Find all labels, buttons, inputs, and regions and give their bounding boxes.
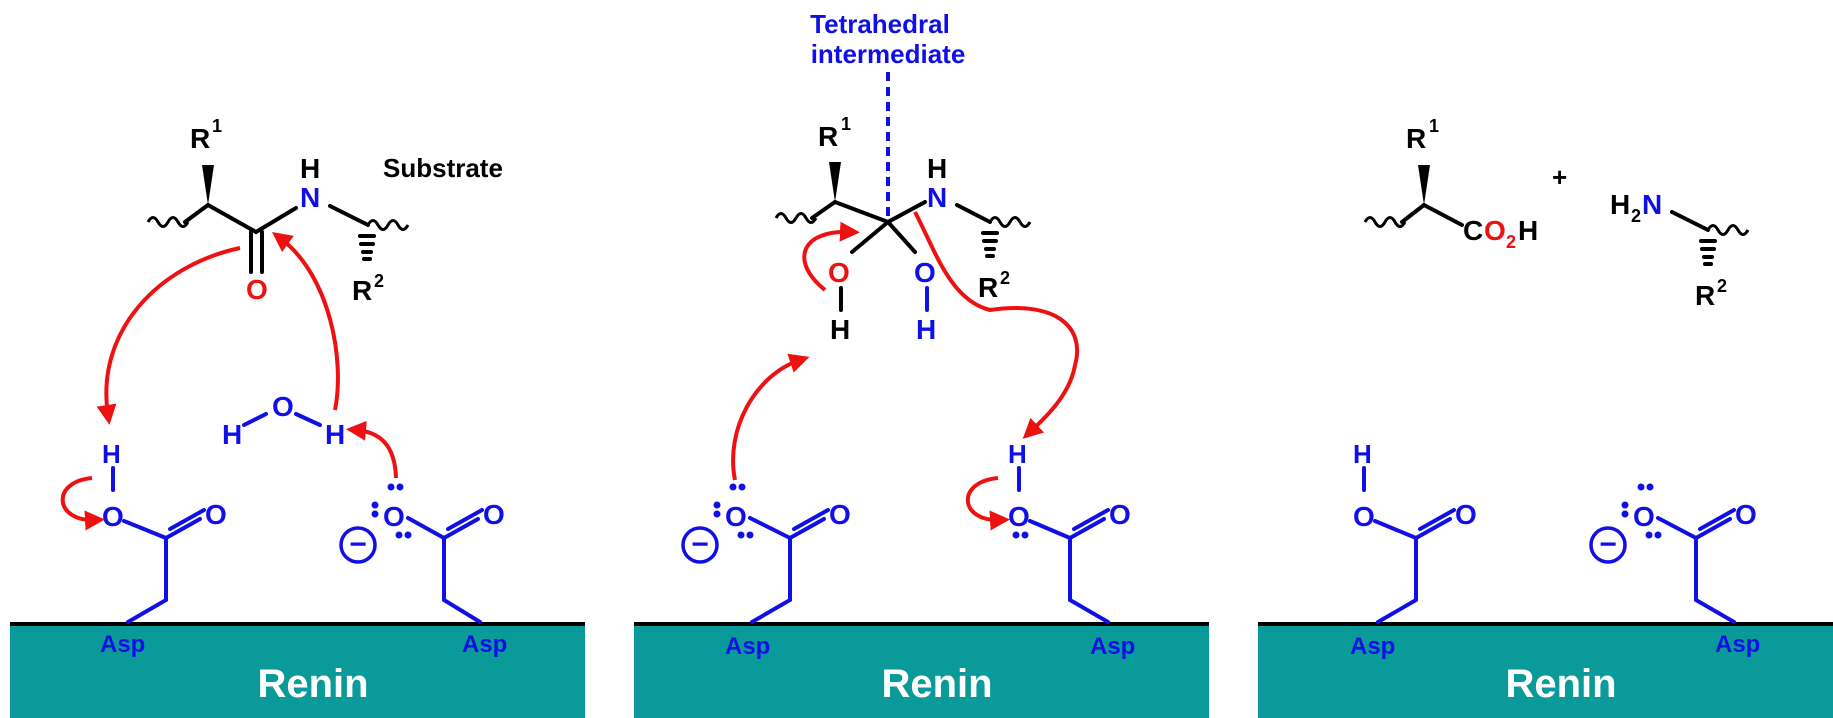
svg-text:O: O <box>1735 499 1757 530</box>
svg-text:O: O <box>725 501 747 532</box>
amide-nitrogen: N <box>300 182 320 213</box>
svg-text:−: − <box>691 528 709 561</box>
enzyme-bar-2: Renin <box>634 622 1209 718</box>
panel-2: Tetrahedral intermediate R 1 N H R 2 O H… <box>681 9 1135 660</box>
enzyme-bar-3: Renin <box>1258 622 1833 718</box>
arrow-water-attack <box>271 232 340 411</box>
svg-text:H: H <box>927 153 947 184</box>
svg-text:O: O <box>102 501 124 532</box>
svg-text:C: C <box>1463 215 1483 246</box>
asp-label: Asp <box>100 631 145 658</box>
renin-label: Renin <box>257 662 368 706</box>
svg-text:1: 1 <box>841 114 851 134</box>
svg-text:1: 1 <box>212 116 222 136</box>
amine-label: H 2 N <box>1610 189 1662 226</box>
arrow-lone-pair <box>965 476 1010 531</box>
tetrahedral-label: Tetrahedral <box>810 9 950 39</box>
panel-3: R 1 C O 2 H + H 2 N R 2 H O O Asp <box>1350 116 1760 660</box>
svg-text:R: R <box>190 123 210 154</box>
svg-text:O: O <box>914 257 936 288</box>
svg-text:N: N <box>1642 189 1662 220</box>
svg-text:R: R <box>1695 280 1715 311</box>
svg-text:O: O <box>1455 499 1477 530</box>
svg-text:H: H <box>1610 189 1630 220</box>
svg-text:N: N <box>927 182 947 213</box>
asp-label: Asp <box>462 631 507 658</box>
arrow-deprotonate <box>346 420 398 479</box>
svg-text:R: R <box>978 272 998 303</box>
svg-text:H: H <box>300 153 320 184</box>
svg-text:O: O <box>1008 501 1030 532</box>
svg-text:−: − <box>349 528 367 561</box>
svg-text:H: H <box>325 419 345 450</box>
plus-sign: + <box>1552 162 1567 192</box>
panel-1: R 1 O N H R 2 Substrate H O H H O O Asp <box>60 116 507 658</box>
water-oxygen: O <box>272 391 294 422</box>
asp-label: Asp <box>1715 631 1760 658</box>
svg-text:1: 1 <box>1429 116 1439 136</box>
svg-text:2: 2 <box>1506 232 1516 252</box>
svg-text:H: H <box>102 439 121 469</box>
svg-text:H: H <box>830 314 850 345</box>
svg-text:R: R <box>1406 123 1426 154</box>
svg-text:2: 2 <box>374 271 384 291</box>
svg-text:O: O <box>828 257 850 288</box>
carbonyl-oxygen: O <box>246 274 268 305</box>
svg-text:H: H <box>1353 439 1372 469</box>
renin-label: Renin <box>1505 662 1616 706</box>
arrow-o-to-h <box>96 246 241 425</box>
svg-text:O: O <box>1109 499 1131 530</box>
svg-text:O: O <box>483 499 505 530</box>
svg-text:O: O <box>205 499 227 530</box>
svg-text:2: 2 <box>1717 276 1727 296</box>
asp-label: Asp <box>725 633 770 660</box>
svg-text:O: O <box>829 499 851 530</box>
enzyme-bar-1: Renin <box>10 622 585 718</box>
svg-text:−: − <box>1599 528 1617 561</box>
substrate-label: Substrate <box>383 153 503 183</box>
svg-text:R: R <box>818 121 838 152</box>
svg-text:2: 2 <box>1000 268 1010 288</box>
svg-text:2: 2 <box>1631 206 1641 226</box>
asp-label: Asp <box>1350 633 1395 660</box>
arrow-lone-pair <box>60 476 105 531</box>
svg-text:H: H <box>916 314 936 345</box>
svg-text:O: O <box>1633 501 1655 532</box>
svg-text:O: O <box>1353 501 1375 532</box>
svg-text:O: O <box>1484 215 1506 246</box>
arrow-asp-to-oh <box>731 353 810 481</box>
svg-text:R: R <box>352 275 372 306</box>
arrow-cn-break <box>913 211 1080 366</box>
asp-label: Asp <box>1090 633 1135 660</box>
svg-text:H: H <box>1518 215 1538 246</box>
svg-text:intermediate: intermediate <box>811 39 966 69</box>
renin-label: Renin <box>881 662 992 706</box>
svg-text:H: H <box>222 419 242 450</box>
svg-text:O: O <box>383 501 405 532</box>
arrow-oh-to-c <box>802 221 860 292</box>
carboxylic-acid-label: C O 2 H <box>1463 215 1538 252</box>
svg-text:H: H <box>1008 439 1027 469</box>
